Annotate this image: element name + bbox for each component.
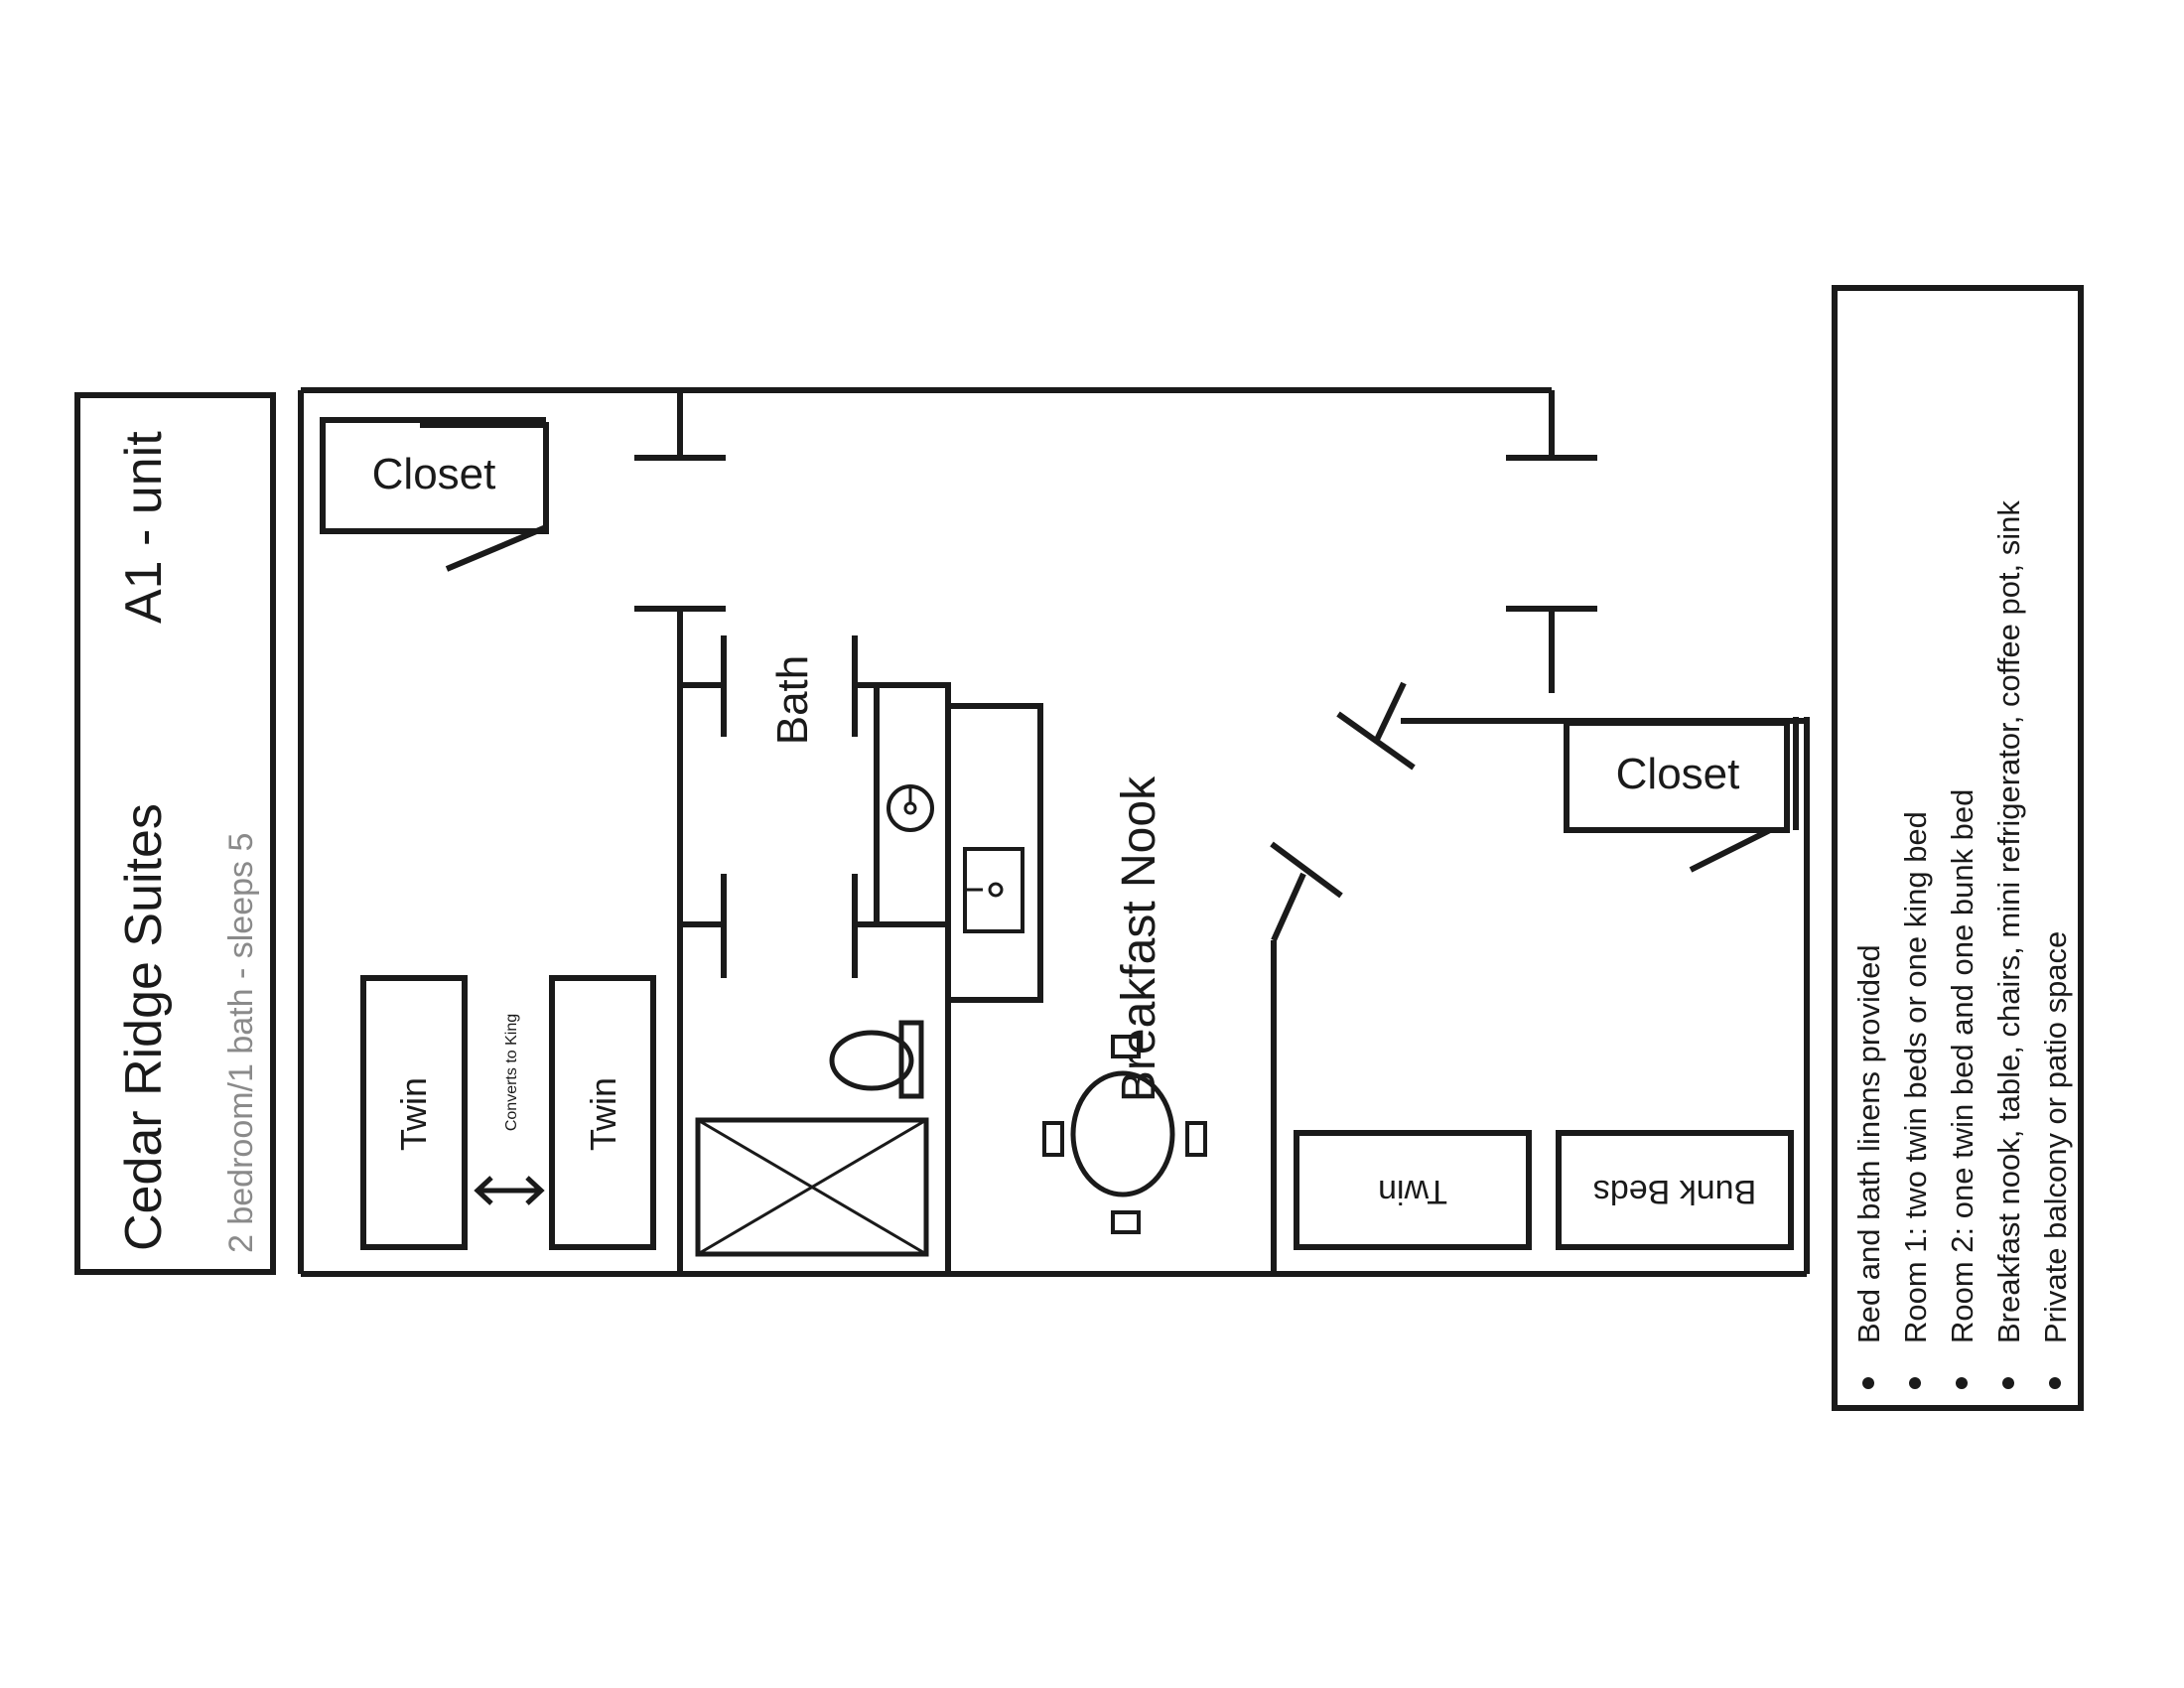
bullet-icon — [2002, 1377, 2014, 1389]
twin-bed-left — [360, 975, 468, 1250]
vanity-sink-icon — [887, 784, 934, 832]
bullet-icon — [1862, 1377, 1874, 1389]
closet-2-door — [1689, 827, 1772, 873]
twin-bed-right-label: Twin — [583, 1077, 623, 1151]
dining-table-icon — [1042, 1035, 1207, 1234]
bullet-icon — [1956, 1377, 1968, 1389]
double-arrow-icon — [474, 1176, 545, 1205]
feature-item: Room 2: one twin bed and one bunk bed — [1945, 789, 1979, 1389]
closet-1-label: Closet — [372, 450, 496, 498]
kitchen-sink-icon — [963, 847, 1024, 933]
feature-item: Room 1: two twin beds or one king bed — [1898, 811, 1933, 1389]
room-2-door — [1271, 872, 1306, 942]
closet-1-door — [445, 524, 548, 572]
features-box: Bed and bath linens provided Room 1: two… — [1832, 285, 2084, 1411]
twin-bed-right — [549, 975, 656, 1250]
title-block-frame — [74, 392, 276, 1275]
feature-item: Bed and bath linens provided — [1851, 944, 1886, 1389]
outer-walls — [298, 387, 1810, 1277]
shower-icon — [695, 1117, 929, 1257]
toilet-icon — [829, 1020, 924, 1099]
twin-bed-room2 — [1294, 1130, 1532, 1250]
closet-2-label: Closet — [1616, 750, 1740, 798]
feature-text: Room 2: one twin bed and one bunk bed — [1945, 789, 1979, 1343]
bath-label: Bath — [768, 655, 817, 746]
feature-item: Private balcony or patio space — [2038, 931, 2073, 1389]
closet-1-outline — [320, 417, 549, 534]
bunk-beds-label: Bunk Beds — [1593, 1173, 1756, 1210]
unit-name: A1 - unit — [115, 431, 173, 624]
bullet-icon — [2049, 1377, 2061, 1389]
feature-text: Private balcony or patio space — [2038, 931, 2073, 1343]
converts-to-king-label: Converts to King — [503, 1014, 520, 1131]
unit-summary: 2 bedroom/1 bath - sleeps 5 — [222, 833, 260, 1253]
property-name: Cedar Ridge Suites — [115, 803, 173, 1251]
feature-text: Room 1: two twin beds or one king bed — [1898, 811, 1933, 1343]
breakfast-nook: Breakfast Nook — [945, 703, 1207, 1234]
twin-bed-left-label: Twin — [393, 1077, 434, 1151]
closet-2-outline — [1564, 720, 1790, 833]
room-1: Closet Twin Twin Converts to King — [320, 417, 656, 1250]
bathroom: Bath — [680, 635, 951, 1274]
bullet-icon — [1909, 1377, 1921, 1389]
twin-bed-room2-label: Twin — [1378, 1173, 1447, 1210]
feature-text: Breakfast nook, table, chairs, mini refr… — [1991, 500, 2026, 1343]
interior-walls — [634, 390, 1597, 1274]
features-frame — [1832, 285, 2084, 1411]
bath-inner-wall — [877, 682, 951, 1274]
feature-item: Breakfast nook, table, chairs, mini refr… — [1991, 500, 2026, 1389]
bunk-beds — [1556, 1130, 1794, 1250]
feature-text: Bed and bath linens provided — [1851, 944, 1886, 1343]
room-2: Closet Twin Bunk Beds — [1270, 681, 1799, 1274]
kitchen-counter — [945, 703, 1043, 1003]
title-block: Cedar Ridge Suites A1 - unit 2 bedroom/1… — [74, 392, 276, 1275]
